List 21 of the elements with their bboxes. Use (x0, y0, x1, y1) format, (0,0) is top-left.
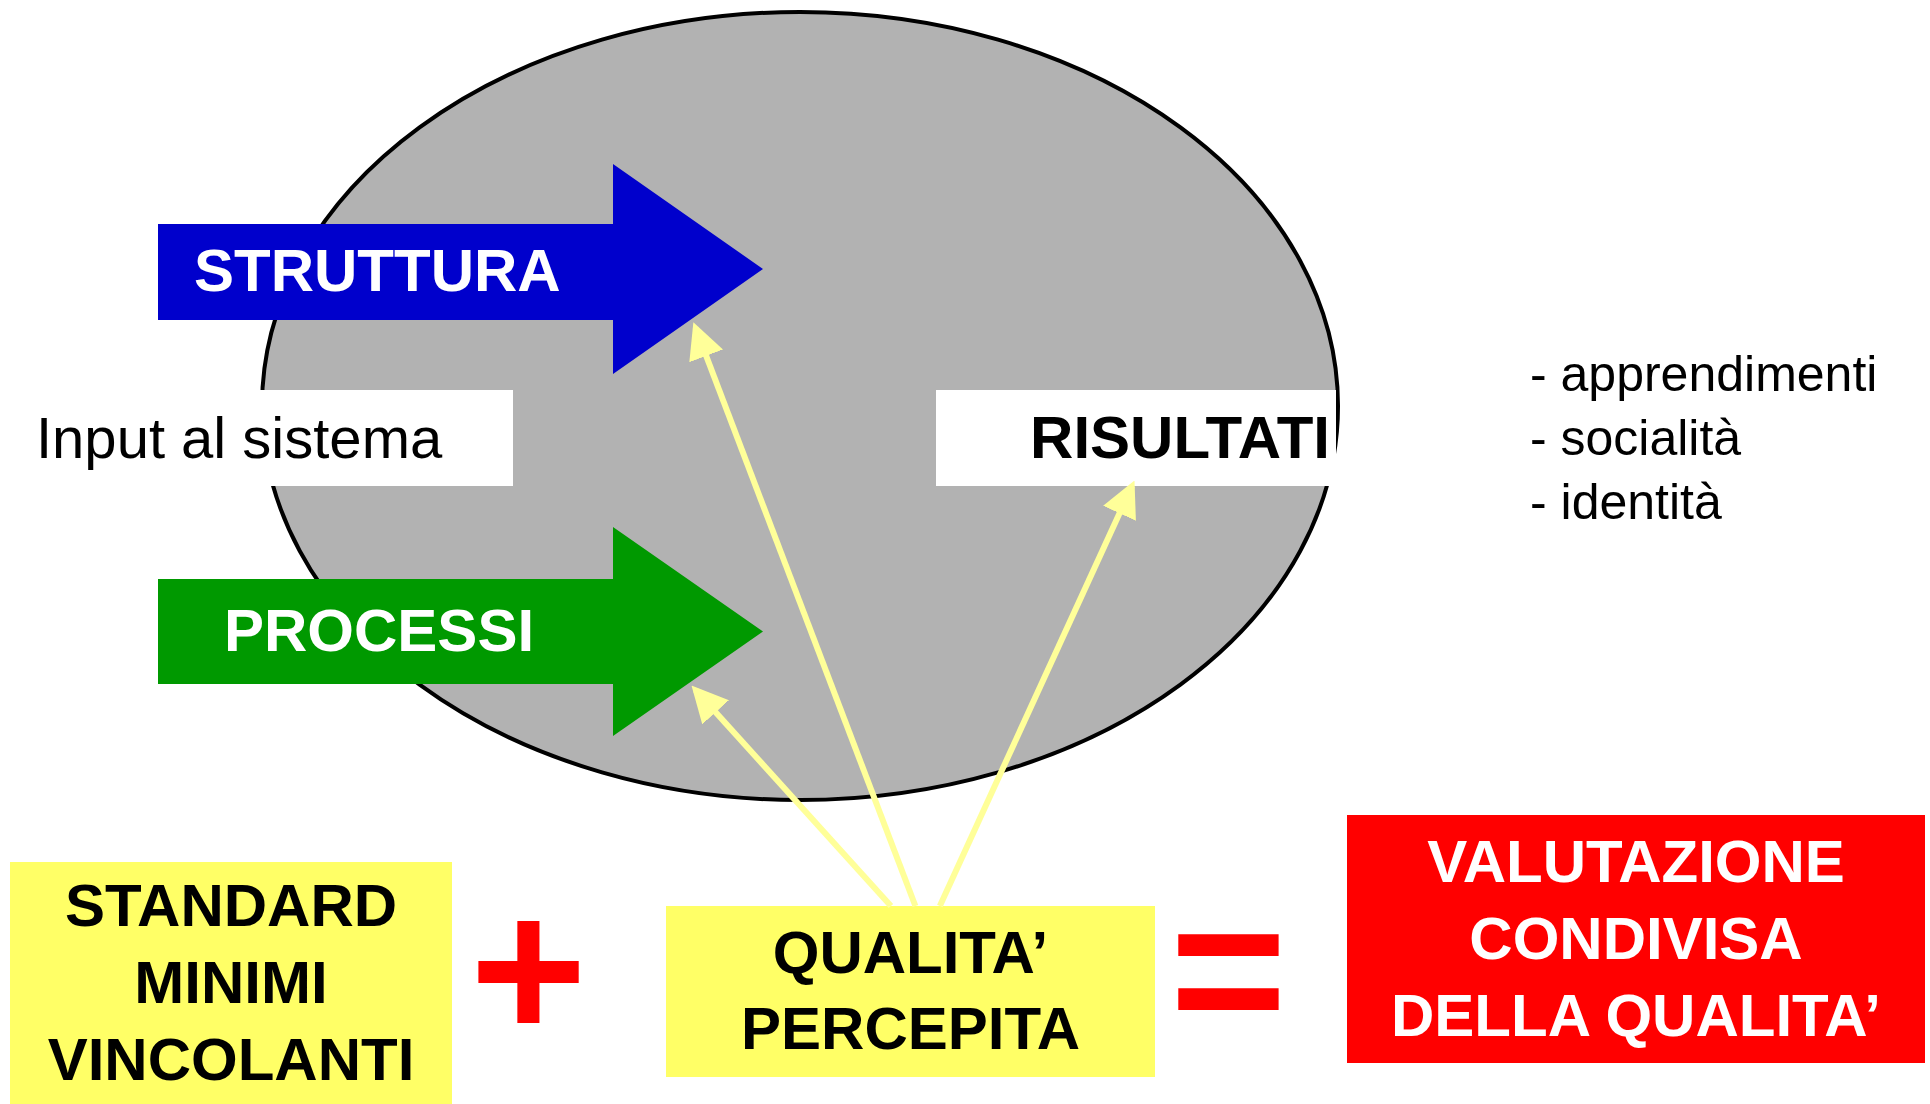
label-background (936, 390, 1336, 486)
result-list-item: - socialità (1530, 409, 1742, 467)
panel-text: VALUTAZIONE CONDIVISA DELLA QUALITA’ (1390, 826, 1882, 1051)
arrow-shape (158, 527, 763, 736)
arrow-label: PROCESSI (224, 595, 535, 665)
plus-sign: + (470, 870, 587, 1070)
arrow-shape (158, 164, 763, 374)
result-label: RISULTATI (1029, 402, 1330, 473)
text-panel (10, 862, 452, 1104)
equals-sign: = (1170, 870, 1287, 1070)
arrow (691, 685, 894, 908)
text-panel (1347, 815, 1925, 1063)
text-panel (666, 906, 1155, 1077)
panel-text: QUALITA’ PERCEPITA (740, 917, 1081, 1065)
arrow (937, 480, 1136, 908)
input-label: Input al sistema (36, 403, 444, 472)
arrow (689, 322, 919, 908)
result-list-item: - apprendimenti (1530, 345, 1878, 403)
panel-text: STANDARD MINIMI VINCOLANTI (46, 870, 416, 1095)
arrow-label: STRUTTURA (194, 236, 561, 305)
result-list-item: - identità (1530, 473, 1722, 531)
